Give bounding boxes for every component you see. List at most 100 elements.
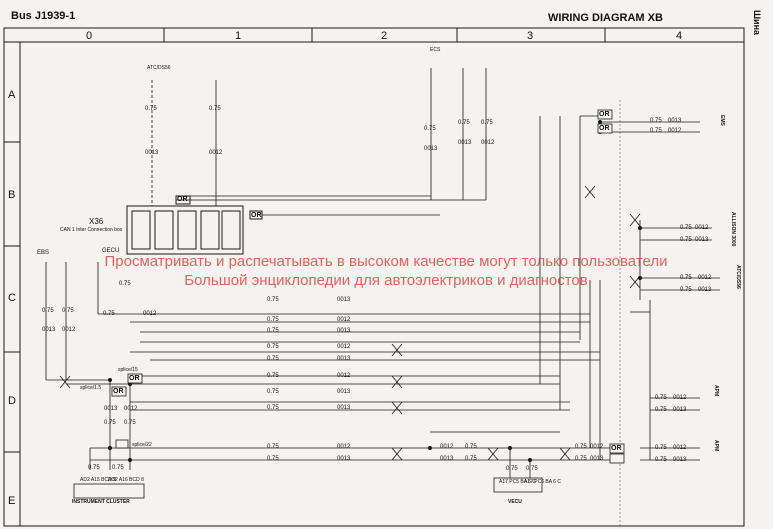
instrument-cluster-label: INSTRUMENT CLUSTER: [72, 499, 130, 505]
or-gate-label: OR: [129, 375, 140, 382]
wire-number: 0012: [673, 395, 687, 401]
wire-gauge: 0.75: [112, 465, 124, 471]
wire-gauge: 0.75: [104, 420, 116, 426]
wire-gauge: 0.75: [267, 444, 279, 450]
wire-gauge: 0.75: [42, 308, 54, 314]
wire-gauge: 0.75: [209, 106, 221, 112]
row-label-a: A: [8, 89, 16, 101]
wire-number: 0013: [42, 327, 56, 333]
wire-gauge: 0.75: [145, 106, 157, 112]
row-label-c: C: [8, 292, 16, 304]
connector-label: A17 PC6 BA 6 C: [524, 479, 561, 485]
or-gate-label: OR: [251, 212, 262, 219]
ems-label: EMS: [719, 115, 725, 126]
wire-number: 0013: [337, 328, 351, 334]
wire-gauge: 0.75: [267, 456, 279, 462]
wire-gauge: 0.75: [655, 407, 667, 413]
wire-gauge: 0.75: [267, 328, 279, 334]
wire-gauge: 0.75: [119, 281, 131, 287]
wire-gauge: 0.75: [680, 225, 692, 231]
column-label-1: 1: [235, 30, 242, 42]
or-gate-label: OR: [177, 196, 188, 203]
wire-gauge: 0.75: [655, 457, 667, 463]
wire-number: 0012: [590, 444, 604, 450]
wire-gauge: 0.75: [267, 389, 279, 395]
allison-label: ALLISON 3000: [730, 212, 736, 247]
wire-gauge: 0.75: [267, 405, 279, 411]
connector-label: A17 PC5 BA 6 C: [499, 479, 536, 485]
wire-gauge: 0.75: [526, 466, 538, 472]
row-label-e: E: [8, 495, 16, 507]
or-gate-label: OR: [113, 388, 124, 395]
wire-number: 0013: [337, 297, 351, 303]
column-label-3: 3: [527, 30, 534, 42]
wire-gauge: 0.75: [267, 297, 279, 303]
connector-label: AD2 A15 BCD 9: [80, 477, 116, 483]
column-label-4: 4: [676, 30, 683, 42]
wire-gauge: 0.75: [267, 317, 279, 323]
splice-label: splice/15: [118, 367, 138, 373]
wire-number: 0012: [337, 373, 351, 379]
wire-gauge: 0.75: [103, 311, 115, 317]
wire-gauge: 0.75: [650, 118, 662, 124]
connector-label: AD2 A16 BCD 8: [108, 477, 144, 483]
wire-gauge: 0.75: [650, 128, 662, 134]
wire-number: 0013: [668, 118, 682, 124]
x36-subtitle: CAN 1 Inter Connection box: [60, 227, 123, 233]
wire-gauge: 0.75: [655, 445, 667, 451]
side-title: Шина: [752, 10, 762, 36]
watermark-line-1: Просматривать и распечатывать в высоком …: [104, 253, 668, 270]
wire-gauge: 0.75: [88, 465, 100, 471]
wire-gauge: 0.75: [481, 120, 493, 126]
wire-number: 0013: [337, 389, 351, 395]
x36-label: X36: [89, 217, 104, 226]
wire-gauge: 0.75: [575, 444, 587, 450]
diagram-title: Bus J1939-1: [11, 10, 76, 22]
ebs-label: EBS: [37, 250, 50, 256]
row-label-d: D: [8, 395, 16, 407]
or-gate-label: OR: [611, 445, 622, 452]
wire-gauge: 0.75: [465, 456, 477, 462]
wire-gauge: 0.75: [680, 237, 692, 243]
wire-number: 0012: [124, 406, 138, 412]
wire-number: 0013: [337, 405, 351, 411]
or-gate-label: OR: [599, 125, 610, 132]
wire-gauge: 0.75: [458, 120, 470, 126]
wire-number: 0012: [337, 444, 351, 450]
wire-number: 0012: [698, 275, 712, 281]
gecu-label: GECU: [102, 248, 120, 254]
wire-number: 0013: [337, 456, 351, 462]
wire-gauge: 0.75: [575, 456, 587, 462]
wire-number: 0013: [145, 150, 159, 156]
wire-number: 0013: [337, 356, 351, 362]
wire-gauge: 0.75: [267, 356, 279, 362]
wire-number: 0013: [698, 287, 712, 293]
wire-gauge: 0.75: [506, 466, 518, 472]
apm-label-2: APM: [713, 440, 719, 452]
wire-number: 0012: [481, 140, 495, 146]
column-label-2: 2: [381, 30, 388, 42]
diagram-subtitle: WIRING DIAGRAM XB: [548, 12, 663, 24]
wire-number: 0013: [590, 456, 604, 462]
wire-number: 0012: [337, 317, 351, 323]
wire-number: 0013: [440, 456, 454, 462]
wire-gauge: 0.75: [267, 344, 279, 350]
column-label-0: 0: [86, 30, 93, 42]
wire-number: 0012: [143, 311, 157, 317]
wire-number: 0012: [673, 445, 687, 451]
atc-right-label: ATC/DS56: [735, 265, 741, 289]
x36-box: [126, 205, 244, 255]
wire-gauge: 0.75: [424, 126, 436, 132]
wire-number: 0012: [695, 225, 709, 231]
wire-number: 0012: [209, 150, 223, 156]
wire-number: 0013: [673, 457, 687, 463]
watermark-line-2: Большой энциклопедии для автоэлектриков …: [184, 272, 588, 289]
apm-label-1: APM: [713, 385, 719, 397]
vecu-label: VECU: [508, 499, 522, 505]
splice-label: splice/22: [132, 442, 152, 448]
wire-gauge: 0.75: [124, 420, 136, 426]
wire-number: 0012: [337, 344, 351, 350]
wire-number: 0012: [62, 327, 76, 333]
splice-label: splice/1.5: [80, 385, 102, 391]
